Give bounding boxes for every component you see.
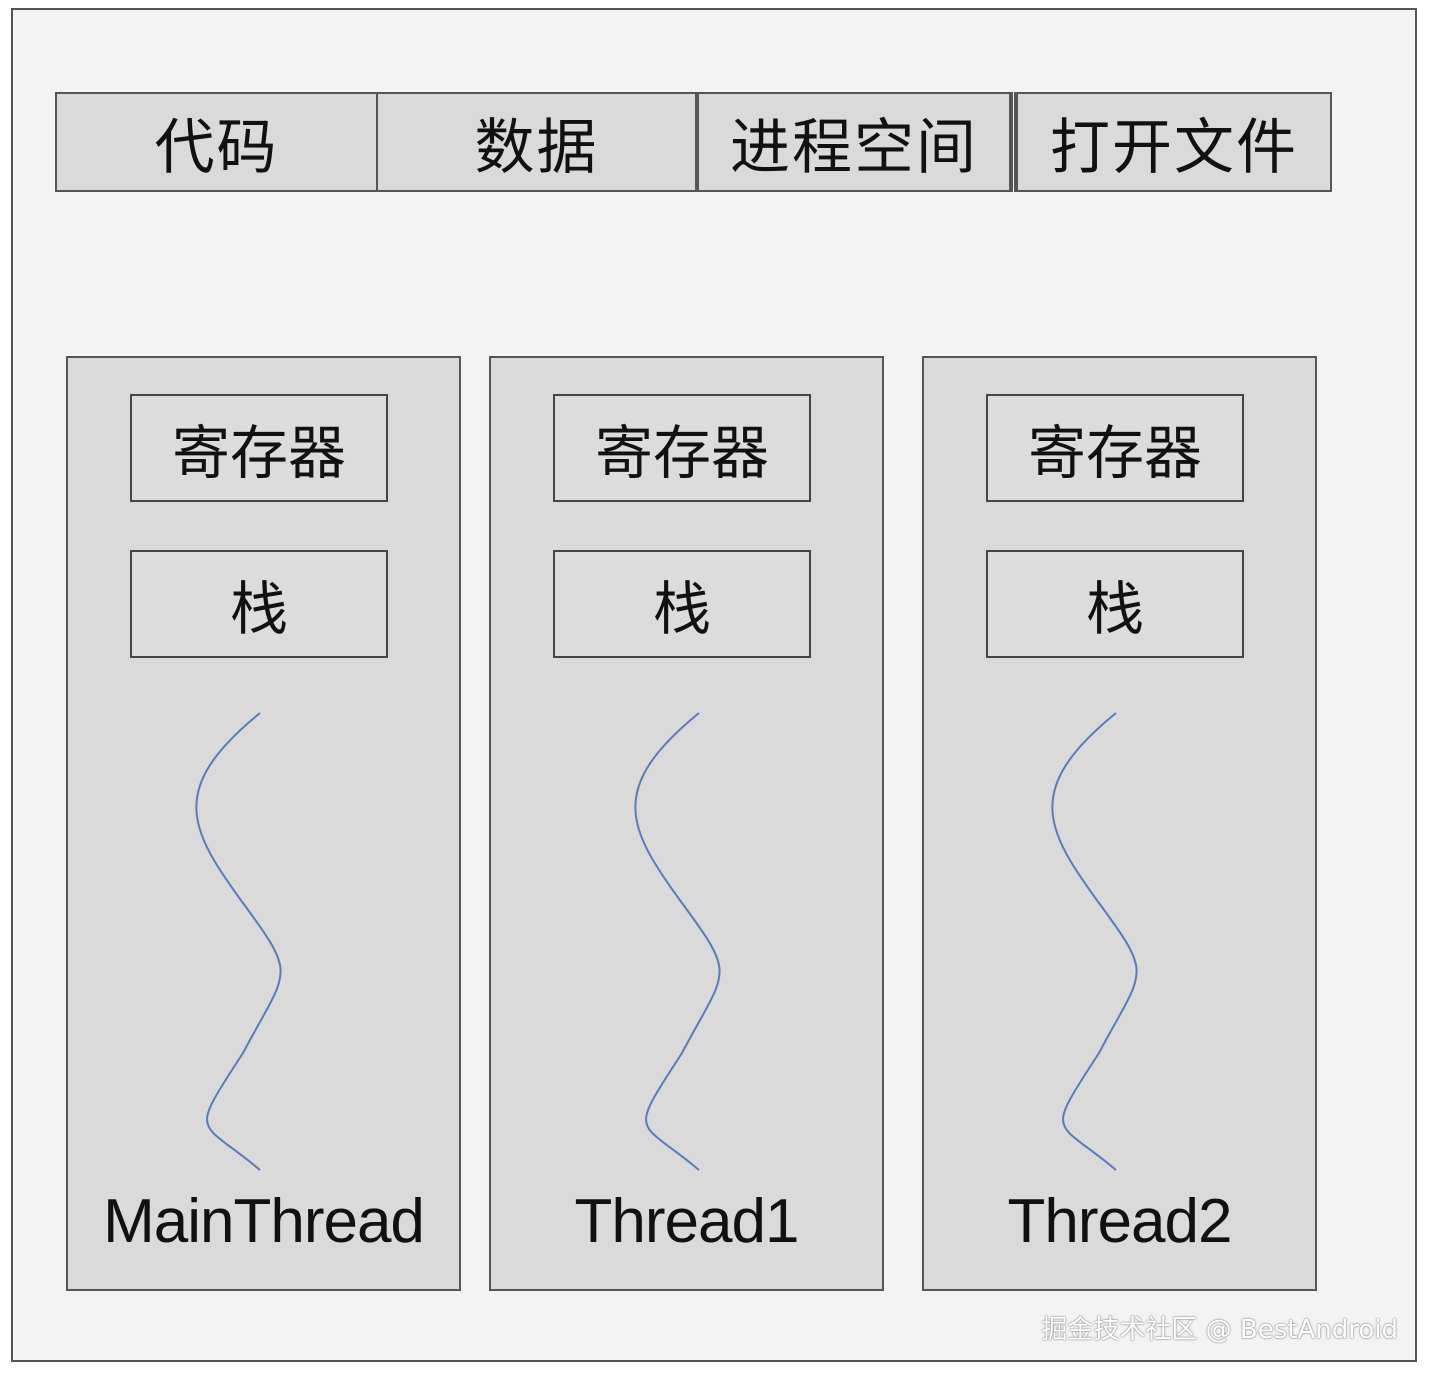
segment-open-files: 打开文件: [1014, 92, 1332, 192]
segment-process-space: 进程空间: [697, 92, 1013, 192]
stack-box: 栈: [130, 550, 388, 658]
stack-box: 栈: [986, 550, 1244, 658]
register-box: 寄存器: [986, 394, 1244, 502]
thread-2: 寄存器 栈 Thread2: [922, 356, 1317, 1291]
thread-name: MainThread: [103, 1187, 425, 1256]
stack-box: 栈: [553, 550, 811, 658]
thread-name: Thread1: [574, 1187, 800, 1256]
register-box: 寄存器: [553, 394, 811, 502]
thread-1: 寄存器 栈 Thread1: [489, 356, 884, 1291]
thread-name: Thread2: [1007, 1187, 1233, 1256]
segment-code: 代码: [55, 92, 378, 192]
segment-data: 数据: [376, 92, 697, 192]
register-box: 寄存器: [130, 394, 388, 502]
thread-main: 寄存器 栈 MainThread: [66, 356, 461, 1291]
watermark: 掘金技术社区 @ BestAndroid: [1041, 1315, 1398, 1345]
